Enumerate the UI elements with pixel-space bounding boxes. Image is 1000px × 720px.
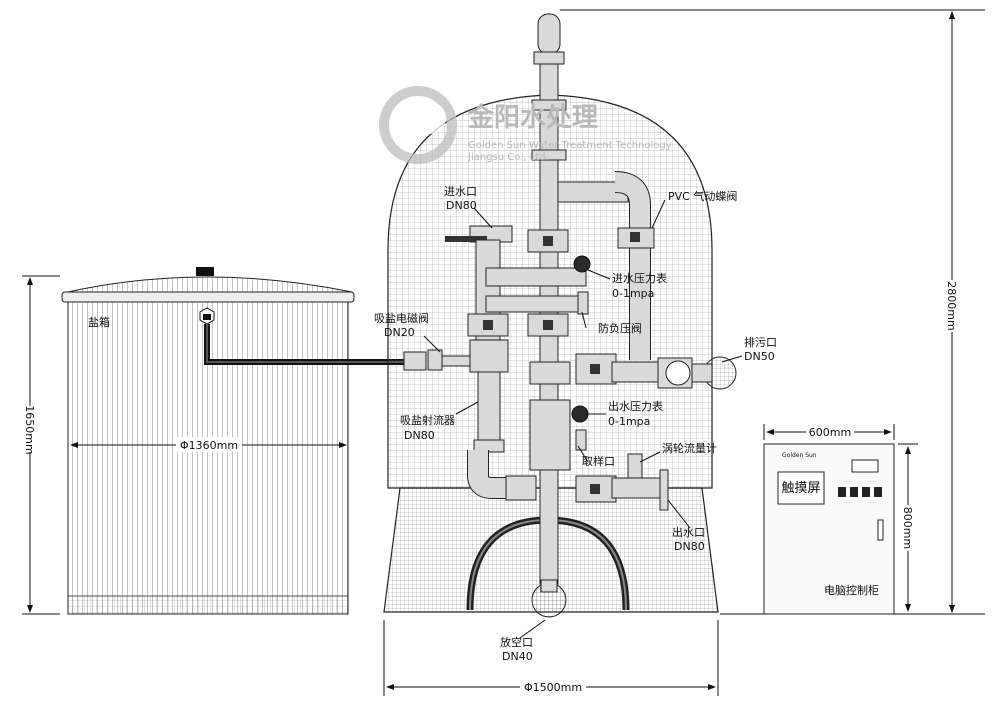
- flowmeter-label: 涡轮流量计: [662, 441, 717, 455]
- cabinet-brand: Golden Sun: [782, 452, 817, 459]
- watermark-cn: 金阳水处理: [467, 102, 598, 133]
- inlet-label: 进水口: [444, 185, 477, 198]
- cabinet-width-dimension: [763, 424, 895, 440]
- cabinet-label: 电脑控制柜: [824, 583, 879, 597]
- salt-height-text: 1650mm: [23, 405, 36, 454]
- tank-dia-dimension: [383, 620, 719, 696]
- salt-tank-label: 盐箱: [88, 315, 110, 329]
- watermark-logo: [379, 86, 457, 164]
- drain-label: 排污口: [744, 335, 777, 349]
- anti-negative-valve-label: 防负压阀: [598, 321, 642, 335]
- touch-screen-label: 触摸屏: [781, 481, 820, 496]
- inlet-gauge-label: 进水压力表: [612, 271, 667, 285]
- inlet-pressure-gauge: [573, 255, 591, 315]
- inlet-size: DN80: [446, 199, 477, 212]
- tank-dia-text: Φ1500mm: [524, 681, 582, 694]
- outlet-size: DN80: [674, 540, 705, 553]
- watermark-en2: Jiangsu Co., Ltd.: [467, 152, 549, 163]
- vent-valve: [531, 579, 567, 618]
- cabinet-height-text: 800mm: [901, 507, 914, 549]
- outlet-gauge-label: 出水压力表: [608, 399, 663, 413]
- top-header-pipe: [557, 171, 655, 360]
- watermark-en1: Golden Sun Water Treatment Technology: [468, 140, 672, 151]
- salt-dia-dimension: [70, 437, 347, 452]
- vent-size: DN40: [502, 650, 533, 663]
- drain-size: DN50: [744, 350, 775, 363]
- control-cabinet: [763, 443, 895, 615]
- drain-manifold: [529, 353, 737, 390]
- salt-dia-text: Φ1360mm: [180, 439, 238, 452]
- inlet-gauge-range: 0-1mpa: [612, 287, 654, 300]
- outlet-gauge-range: 0-1mpa: [608, 415, 650, 428]
- ejector-label: 吸盐射流器: [400, 413, 455, 427]
- salt-valve-size: DN20: [384, 326, 415, 339]
- sample-port-label: 取样口: [582, 454, 615, 468]
- salt-valve-label: 吸盐电磁阀: [374, 311, 429, 325]
- callout-leaders: [423, 199, 743, 639]
- tank-height-text: 2800mm: [945, 281, 958, 330]
- pvc-valve-label: PVC 气动蝶阀: [668, 189, 737, 203]
- outlet-label: 出水口: [672, 525, 705, 539]
- cabinet-width-text: 600mm: [809, 426, 851, 439]
- outlet-pressure-gauge: [571, 405, 589, 451]
- salt-height-dimension: [22, 275, 60, 615]
- cabinet-height-dimension: [898, 443, 918, 615]
- outlet-manifold: [467, 399, 669, 511]
- ejector-size: DN80: [404, 429, 435, 442]
- vent-label: 放空口: [500, 635, 533, 649]
